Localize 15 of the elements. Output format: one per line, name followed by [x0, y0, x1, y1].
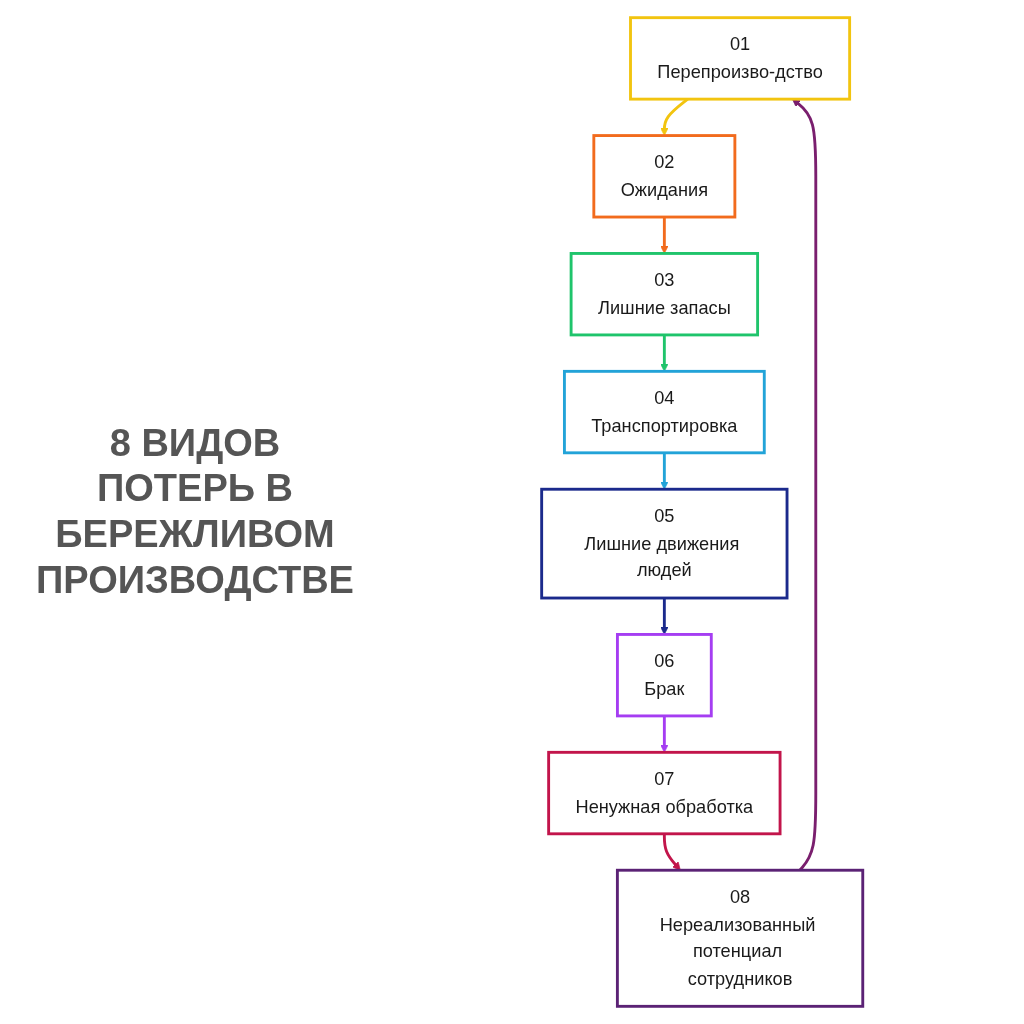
arrow: [659, 598, 669, 635]
diagram-title: 8 ВИДОВ ПОТЕРЬ В БЕРЕЖЛИВОМ ПРОИЗВОДСТВЕ: [35, 420, 355, 603]
node-box: 04 Транспортировка: [562, 369, 766, 455]
node-box: 03 Лишние запасы: [569, 252, 759, 337]
node-box: 05 Лишние движения людей: [540, 487, 789, 600]
node-box: 06 Брак: [615, 633, 713, 718]
arrow: [659, 334, 669, 372]
arrow: [662, 833, 681, 871]
arrow: [659, 715, 669, 753]
node-box: 07 Ненужная обработка: [546, 750, 782, 836]
arrow: [659, 217, 669, 254]
arrow: [659, 452, 669, 490]
node-box: 02 Ожидания: [592, 134, 737, 219]
node-box: 01 Перепроизво-дство: [628, 16, 851, 101]
node-box: 08 Нереализованный потенциал сотрудников: [615, 868, 864, 1008]
